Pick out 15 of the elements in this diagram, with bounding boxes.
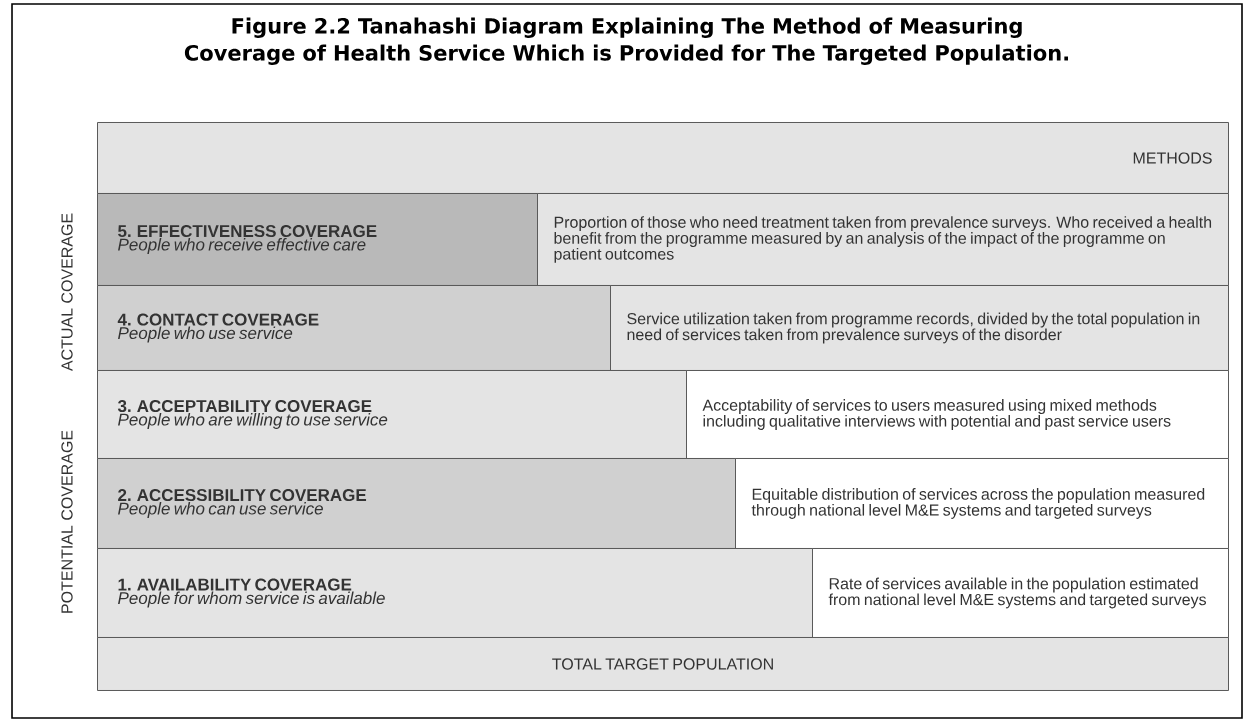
coverage-level-box: 2. ACCESSIBILITY COVERAGE People who can use service <box>97 458 736 549</box>
axis-label: POTENTIAL COVERAGE <box>61 430 73 613</box>
coverage-level-box: 4. CONTACT COVERAGE People who use service <box>97 285 611 371</box>
coverage-level-box: 3. ACCEPTABILITY COVERAGE People who are willing to use service <box>97 370 687 459</box>
method-box: Rate of services available in the population estimated from national level M&E systems and targeted surveys <box>812 548 1229 638</box>
figure-title: Figure 2.2 Tanahashi Diagram Explaining The Method of Measuring Coverage of Health Service Which is Provided for The Targeted Population. <box>184 17 1069 65</box>
coverage-level-box: 5. EFFECTIVENESS COVERAGE People who receive effective care <box>97 193 538 286</box>
axis-label: ACTUAL COVERAGE <box>61 213 73 372</box>
method-box: Equitable distribution of services across the population measured through national level M&E systems and targeted surveys <box>735 458 1229 549</box>
method-box: Acceptability of services to users measured using mixed methods including qualitative interviews with potential and past service users <box>686 370 1229 459</box>
base-band: TOTAL TARGET POPULATION <box>97 637 1229 691</box>
method-box: Proportion of those who need treatment taken from prevalence surveys. Who received a health benefit from the programme measured by an analysis of the impact of the programme on patient outcomes <box>537 193 1229 286</box>
method-box: Service utilization taken from programme records, divided by the total population in need of services taken from prevalence surveys of the disorder <box>610 285 1229 371</box>
coverage-level-box: 1. AVAILABILITY COVERAGE People for whom service is available <box>97 548 813 638</box>
header-band: METHODS <box>97 122 1229 194</box>
